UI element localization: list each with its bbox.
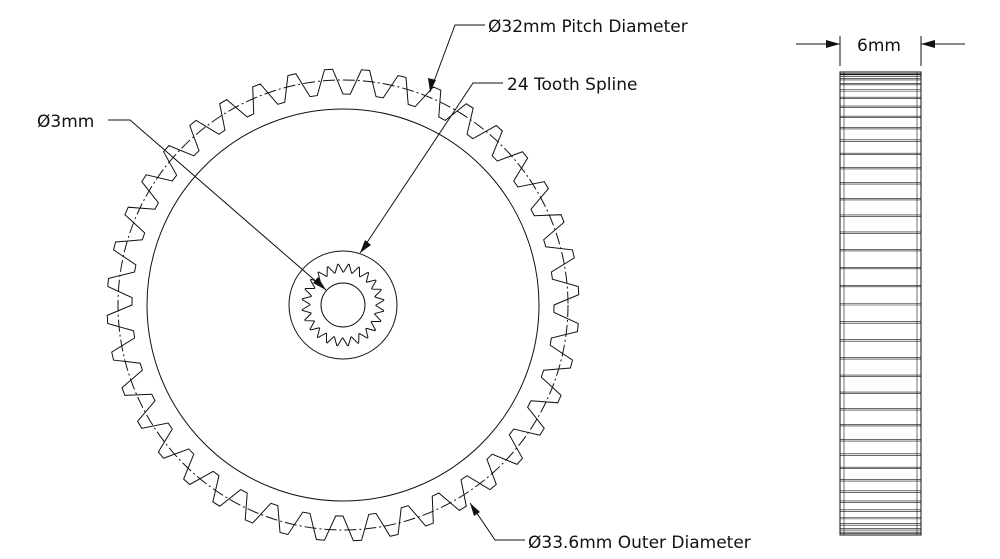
- side-view-tooth-lines: [840, 72, 921, 535]
- spline-arrow: [360, 240, 371, 253]
- pitch-diameter-arrow: [428, 78, 436, 92]
- outer-diameter-label: Ø33.6mm Outer Diameter: [528, 533, 751, 553]
- spline-leader: [359, 82, 503, 254]
- bore-arrow: [313, 277, 326, 290]
- bore-leader: [108, 119, 327, 291]
- dimension-arrow-right: [921, 40, 935, 48]
- pitch-circle: [117, 79, 569, 531]
- spline-label: 24 Tooth Spline: [507, 75, 637, 95]
- hub-boss-circle: [288, 250, 398, 360]
- gear-tooth-profile: [106, 68, 580, 542]
- thickness-label: 6mm: [857, 36, 901, 56]
- gear-side-view: [839, 71, 922, 536]
- bore-circle: [320, 282, 366, 328]
- leaders: [108, 24, 525, 541]
- thickness-dimension: 6mm: [796, 36, 965, 66]
- pitch-diameter-label: Ø32mm Pitch Diameter: [488, 17, 688, 37]
- outer-diameter-arrow: [470, 503, 480, 516]
- bore-label: Ø3mm: [37, 112, 94, 132]
- outer-diameter-leader: [469, 502, 525, 541]
- hub-rim-circle: [146, 108, 540, 502]
- gear-front-view: [106, 68, 580, 542]
- dimension-arrow-left: [826, 40, 840, 48]
- pitch-diameter-leader: [429, 24, 485, 93]
- spline-tooth-profile: [301, 263, 385, 347]
